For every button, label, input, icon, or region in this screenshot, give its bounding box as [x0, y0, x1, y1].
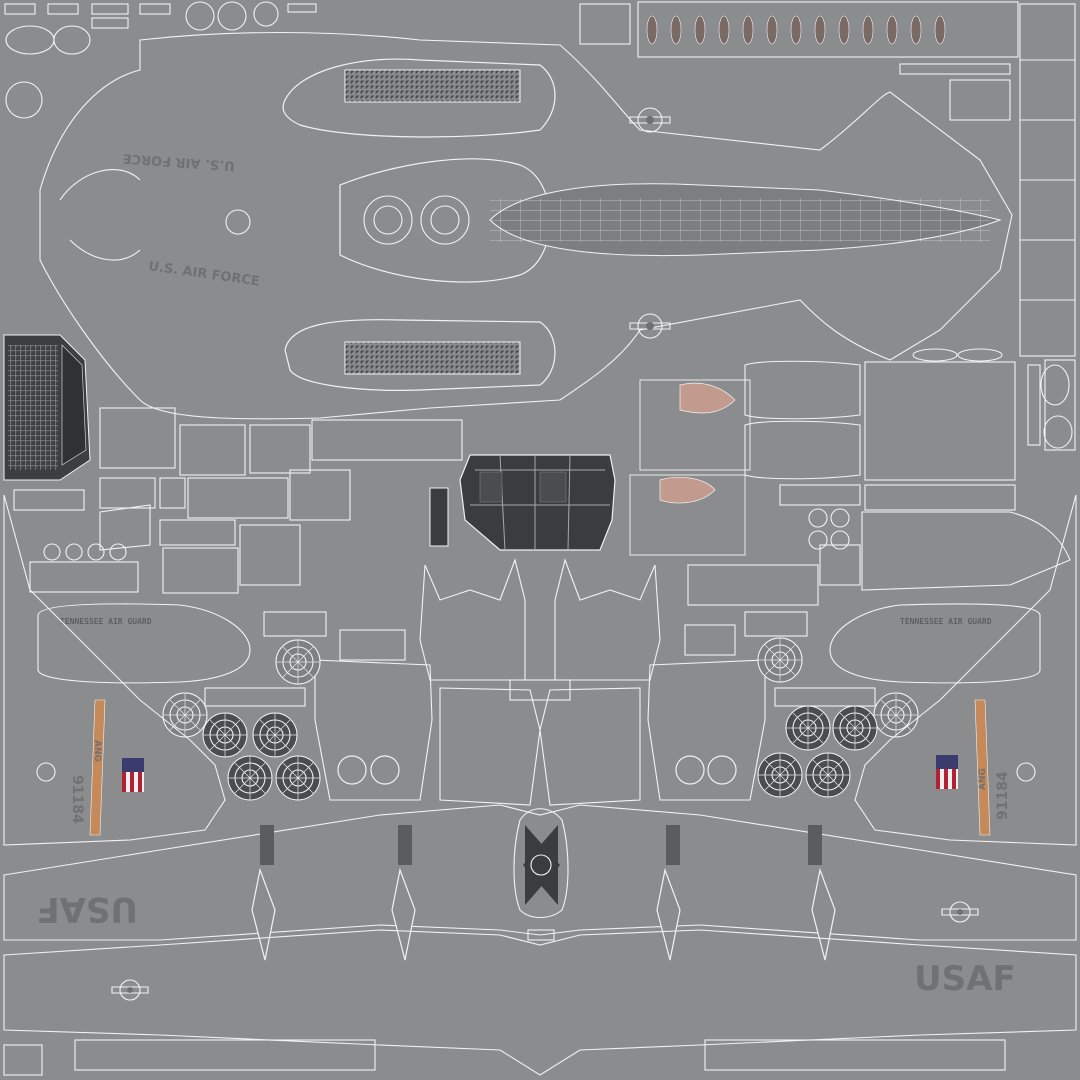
roundel-icon: [629, 313, 671, 339]
fuselage-lower-text: U.S. AIR FORCE: [147, 259, 260, 289]
right-strip-parts: [1019, 3, 1076, 451]
wing-lower: USAF: [3, 929, 1077, 1076]
roundel-icon: [111, 979, 149, 1001]
unit-insignia-icon: [36, 762, 56, 782]
center-intake-part: [513, 808, 569, 941]
wheel-hub-icon: [227, 755, 273, 801]
nacelle-left-text: TENNESSEE AIR GUARD: [60, 617, 152, 626]
tail-code-left-text: ANG: [92, 740, 102, 762]
cockpit-panel: [3, 334, 91, 481]
wheel-hub-icon: [832, 705, 878, 751]
wheel-hub-icon: [757, 637, 803, 683]
unit-insignia-icon: [1016, 762, 1036, 782]
right-cowl-parts: [687, 348, 1073, 606]
wheel-hub-icon: [202, 712, 248, 758]
serial-right-text: 91184: [995, 771, 1011, 820]
wheel-hub-icon: [275, 755, 321, 801]
usaf-right-text: USAF: [914, 959, 1016, 999]
wheels-right: [757, 637, 919, 798]
small-panels-left: [13, 407, 463, 594]
small-parts-cluster: [629, 379, 751, 556]
us-flag-icon: [122, 758, 144, 792]
fuselage-upper-text: U.S. AIR FORCE: [122, 150, 235, 173]
top-panel-strip: [579, 1, 1019, 121]
wheel-hub-icon: [873, 692, 919, 738]
us-flag-icon: [936, 755, 958, 789]
wheel-hub-icon: [805, 752, 851, 798]
nacelle-pod-right: TENNESSEE AIR GUARD: [829, 603, 1041, 684]
roundel-icon: [941, 901, 979, 923]
wheel-hub-icon: [757, 752, 803, 798]
nacelle-right-text: TENNESSEE AIR GUARD: [900, 617, 992, 626]
wheel-hub-icon: [252, 712, 298, 758]
top-left-small-parts: [4, 1, 317, 119]
tail-fin-right: 91184 ANG: [854, 494, 1077, 846]
wheel-hub-icon: [275, 639, 321, 685]
wheel-hub-icon: [785, 705, 831, 751]
canopy-frame: [459, 454, 616, 551]
wheels-left: [162, 639, 321, 801]
wheel-hub-icon: [162, 692, 208, 738]
engine-cowls: [263, 611, 808, 801]
usaf-left-text: USAF: [36, 889, 138, 929]
roundel-icon: [629, 107, 671, 133]
nacelle-pod-left: TENNESSEE AIR GUARD: [37, 603, 251, 684]
tail-fin-left: 91184 ANG: [3, 494, 226, 846]
tail-code-right-text: ANG: [978, 768, 988, 790]
fuselage-shell: U.S. AIR FORCE U.S. AIR FORCE: [39, 31, 1013, 420]
serial-left-text: 91184: [69, 775, 85, 824]
center-pylons: [419, 558, 661, 806]
